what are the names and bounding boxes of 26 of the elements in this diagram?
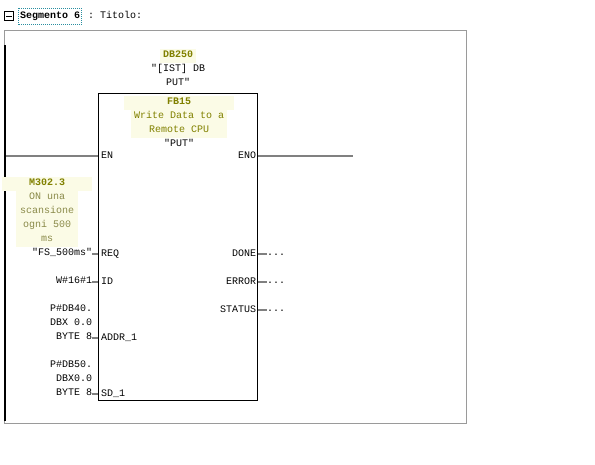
pin-label: DONE xyxy=(232,249,256,260)
operand-text: ... xyxy=(267,304,286,315)
block-name: FB15 xyxy=(124,96,234,110)
instance-db-symbol: "[IST] DB PUT" xyxy=(150,63,206,91)
pin-label: SD_1 xyxy=(101,389,126,400)
pin-label: ID xyxy=(101,277,114,288)
pin-label: REQ xyxy=(101,249,120,260)
pin-label: STATUS xyxy=(220,305,256,316)
title-label: : Titolo: xyxy=(88,10,142,24)
instance-db-name: DB250 xyxy=(160,49,196,63)
function-block xyxy=(98,93,258,401)
operand-text: W#16#1 xyxy=(56,276,92,287)
pin-label: EN xyxy=(101,151,114,162)
operand-text: ... xyxy=(267,276,286,287)
pin-label: ADDR_1 xyxy=(101,333,138,344)
operand-text: P#DB40. DBX 0.0 BYTE 8 xyxy=(50,304,92,343)
pin-label: ERROR xyxy=(226,277,256,288)
operand-text: ... xyxy=(267,248,286,259)
symbol-name: "FS_500ms" xyxy=(30,247,92,261)
network-title: Segmento 6 xyxy=(18,8,82,25)
comment-text: ON una scansione ogni 500 ms xyxy=(16,191,78,247)
block-name: M302.3 xyxy=(2,177,92,191)
comment-text: Write Data to a Remote CPU xyxy=(131,110,227,138)
pin-label: ENO xyxy=(238,151,256,162)
operand-text: P#DB50. DBX0.0 BYTE 8 xyxy=(50,360,92,399)
symbol-name: "PUT" xyxy=(162,138,195,152)
